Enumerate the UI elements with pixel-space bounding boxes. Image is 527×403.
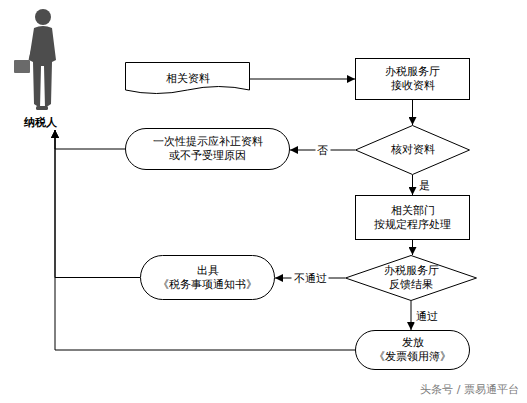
node-text: 一次性提示应补正资料 或不予受理原因 [153, 135, 263, 163]
flow-arrow [412, 100, 413, 125]
flow-arrow [412, 175, 413, 195]
process-box: 办税服务厅 接收资料 [355, 58, 470, 100]
node-text: 出具 《税务事项通知书》 [158, 264, 257, 292]
diamond-border [356, 126, 470, 175]
terminal-box: 出具 《税务事项通知书》 [140, 255, 275, 300]
flow-arrow [411, 301, 412, 330]
stadium-border [126, 129, 290, 170]
node-text: 办税服务厅 反馈结果 [384, 264, 439, 292]
edge-label: 否 [315, 144, 330, 157]
node-text: 相关部门 按规定程序处理 [374, 204, 451, 232]
flow-arrow [412, 240, 413, 255]
process-box: 相关部门 按规定程序处理 [355, 195, 470, 240]
rect-border [356, 196, 470, 240]
watermark: 头条号 / 票易通平台 [420, 382, 519, 397]
taxpayer-figure: 纳税人 [10, 4, 70, 130]
decision-diamond: 办税服务厅 反馈结果 [345, 255, 477, 301]
node-text: 发放 《发票领用簿》 [374, 336, 451, 364]
node-text: 相关资料 [166, 72, 210, 86]
rect-border [356, 59, 470, 100]
edge-label: 是 [417, 179, 432, 192]
stadium-border [356, 331, 470, 370]
node-text: 办税服务厅 接收资料 [385, 65, 440, 93]
person-silhouette [14, 9, 56, 110]
doc-border [126, 63, 250, 94]
flow-arrow [55, 130, 125, 149]
stadium-border [141, 256, 275, 300]
edge-label: 通过 [414, 309, 440, 322]
diamond-border [346, 256, 477, 301]
person-outline [10, 4, 70, 112]
terminal-box: 发放 《发票领用簿》 [355, 330, 470, 370]
terminal-box: 一次性提示应补正资料 或不予受理原因 [125, 128, 290, 170]
flow-arrow [250, 79, 355, 80]
decision-diamond: 核对资料 [355, 125, 470, 175]
document-box: 相关资料 [125, 62, 250, 96]
node-text: 核对资料 [391, 143, 435, 157]
node-text: 纳税人 [24, 116, 57, 130]
edge-label: 不通过 [292, 272, 329, 285]
